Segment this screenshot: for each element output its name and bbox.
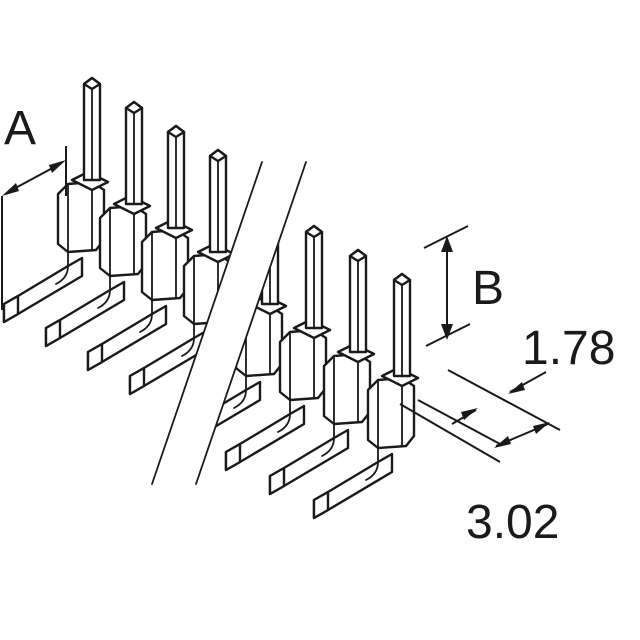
pin-bend — [233, 367, 247, 409]
dimension-pitch-label: 1.78 — [522, 322, 615, 375]
left-pin-unit — [44, 100, 152, 348]
pin-tail-end — [44, 318, 62, 348]
housing-block — [366, 376, 416, 450]
pin-bend — [365, 439, 379, 481]
dimension-row-depth: 3.02 — [399, 403, 559, 549]
pin-bend — [321, 415, 335, 457]
pin-tail-end — [268, 466, 286, 496]
dimension-pitch-arrow-bottom — [461, 408, 478, 420]
right-pin-unit — [268, 248, 376, 496]
break-band — [152, 162, 306, 484]
dimension-a-arrow-left — [2, 183, 19, 196]
right-pin-unit — [312, 272, 420, 520]
housing-block — [98, 204, 148, 278]
dimension-b-extension-top — [423, 225, 469, 249]
dimension-b: B — [423, 225, 504, 347]
pin-tail-end — [2, 294, 20, 324]
pin-tail-end — [128, 366, 146, 396]
dimension-a: A — [1, 102, 67, 310]
pin-tip — [124, 100, 144, 115]
dimension-a-label: A — [4, 102, 36, 155]
housing-block — [278, 328, 328, 402]
dimension-b-arrow-top — [441, 236, 453, 252]
dimension-b-arrow-bottom — [441, 324, 453, 340]
dimension-depth-label: 3.02 — [466, 496, 559, 549]
pin-tip — [82, 76, 102, 91]
pin-tip — [304, 224, 324, 239]
left-pin-group — [2, 76, 236, 396]
dimension-pitch-extension-bottom — [417, 399, 501, 445]
pin-tail-end — [86, 342, 104, 372]
pin-bend — [97, 267, 111, 309]
housing-block — [140, 228, 190, 302]
pin-bend — [55, 243, 69, 285]
dimension-b-label: B — [472, 262, 504, 315]
pin-tail-end — [224, 442, 242, 472]
housing-block — [322, 352, 372, 426]
break-line-left — [151, 161, 263, 485]
housing-block — [56, 180, 106, 254]
dimension-depth-arrow-right — [533, 422, 550, 434]
pin-bend — [139, 291, 153, 333]
pin-tail-end — [312, 490, 330, 520]
pin-tip — [348, 248, 368, 263]
pin-tip — [208, 148, 228, 163]
pin-bend — [181, 315, 195, 357]
dimension-pitch: 1.78 — [417, 322, 615, 445]
dimension-a-arrow-right — [49, 160, 66, 173]
dimension-depth-extension-left — [399, 403, 501, 463]
dimension-depth-arrow-left — [494, 436, 511, 448]
dimension-pitch-arrow-top — [508, 382, 525, 394]
dimension-pitch-extension-top — [447, 369, 561, 431]
left-pin-unit — [2, 76, 110, 324]
pin-bend — [277, 391, 291, 433]
left-pin-unit — [86, 124, 194, 372]
right-pin-unit — [224, 224, 332, 472]
pin-tip — [166, 124, 186, 139]
pin-tip — [392, 272, 412, 287]
break-line-right — [195, 161, 307, 485]
